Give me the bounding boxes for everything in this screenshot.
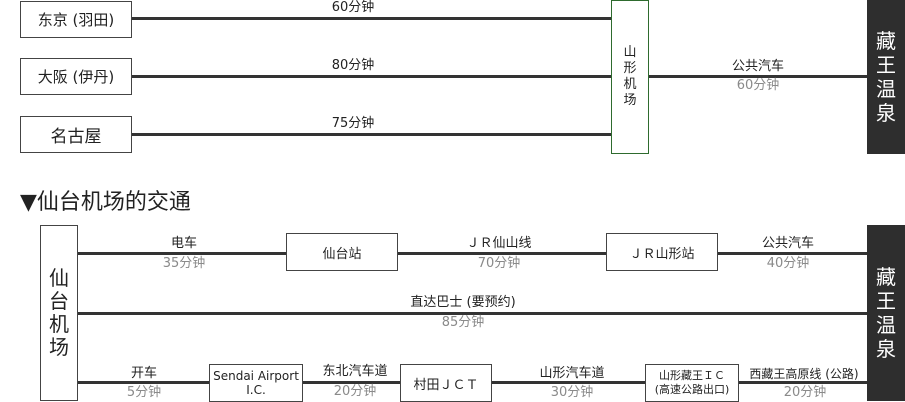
direct-bus-label: 直达巴士 (要预约) [410, 295, 516, 310]
car-seg1-label: 开车 [130, 366, 157, 381]
hub-char: 山 [623, 45, 637, 60]
destination-box-zao-onsen: 藏 王 温 泉 [867, 0, 905, 154]
hub-char: 机 [623, 77, 637, 92]
origin-char: 机 [49, 312, 69, 336]
direct-bus-duration: 85分钟 [441, 315, 485, 330]
origin-label: 东京 (羽田) [37, 11, 115, 29]
dest-char: 藏 [876, 29, 896, 53]
dest-char: 王 [876, 289, 896, 313]
origin-label: 大阪 (伊丹) [37, 68, 115, 86]
train-seg2-label: ＪＲ仙山线 [466, 236, 532, 251]
station-box-jr-yamagata: ＪＲ山形站 [606, 233, 718, 271]
hub-box-yamagata-airport: 山 形 机 场 [611, 0, 649, 154]
route-line-direct-bus [78, 312, 868, 315]
route-line-osaka [131, 75, 612, 78]
jct-box-murata: 村田ＪＣＴ [400, 364, 492, 402]
car-seg3-duration: 30分钟 [550, 385, 594, 400]
origin-box-sendai-airport: 仙 台 机 场 [40, 225, 78, 401]
origin-char: 仙 [49, 266, 69, 290]
section-heading-sendai: ▼仙台机场的交通 [20, 190, 191, 215]
origin-char: 台 [49, 289, 69, 313]
route-line-hub-to-zao [648, 75, 868, 78]
dest-char: 泉 [876, 101, 896, 125]
train-seg3-duration: 40分钟 [766, 256, 810, 271]
ic-box-yamagata-zao: 山形藏王ＩＣ (高速公路出口) [645, 364, 739, 402]
ic-label-line2: (高速公路出口) [654, 383, 730, 396]
jct-label: 村田ＪＣＴ [413, 377, 479, 393]
hub-transport-label: 公共汽车 [731, 59, 784, 74]
dest-char: 王 [876, 53, 896, 77]
car-seg2-duration: 20分钟 [333, 384, 377, 399]
origin-box-tokyo: 东京 (羽田) [20, 1, 132, 38]
dest-char: 泉 [876, 337, 896, 361]
station-label: ＪＲ山形站 [629, 246, 695, 262]
ic-box-sendai-airport: Sendai Airport I.C. [209, 364, 303, 402]
train-seg1-label: 电车 [170, 236, 197, 251]
origin-box-osaka: 大阪 (伊丹) [20, 58, 132, 95]
dest-char: 藏 [876, 265, 896, 289]
hub-transport-duration: 60分钟 [736, 78, 780, 93]
car-seg4-label: 西藏王高原线 (公路) [749, 367, 859, 381]
route-line-train [78, 252, 868, 255]
hub-char: 场 [623, 93, 637, 108]
route-line-nagoya [131, 133, 612, 136]
car-seg3-label: 山形汽车道 [539, 366, 605, 381]
station-label: 仙台站 [322, 246, 362, 262]
car-seg1-duration: 5分钟 [126, 385, 162, 400]
hub-char: 形 [623, 61, 637, 76]
origin-box-nagoya: 名古屋 [20, 116, 132, 153]
duration-tokyo: 60分钟 [331, 0, 375, 15]
dest-char: 温 [876, 77, 896, 101]
origin-label: 名古屋 [50, 127, 102, 147]
duration-osaka: 80分钟 [331, 58, 375, 73]
ic-label-line1: Sendai Airport [213, 369, 299, 383]
dest-char: 温 [876, 313, 896, 337]
route-line-tokyo [131, 17, 612, 20]
train-seg1-duration: 35分钟 [162, 256, 206, 271]
destination-box-zao-onsen-2: 藏 王 温 泉 [867, 225, 905, 401]
duration-nagoya: 75分钟 [331, 116, 375, 131]
origin-char: 场 [49, 335, 69, 359]
station-box-sendai: 仙台站 [286, 233, 398, 271]
car-seg2-label: 东北汽车道 [322, 364, 388, 379]
ic-label-line2: I.C. [246, 383, 266, 397]
car-seg4-duration: 20分钟 [783, 385, 827, 400]
train-seg2-duration: 70分钟 [477, 256, 521, 271]
train-seg3-label: 公共汽车 [761, 236, 814, 251]
ic-label-line1: 山形藏王ＩＣ [659, 369, 725, 382]
